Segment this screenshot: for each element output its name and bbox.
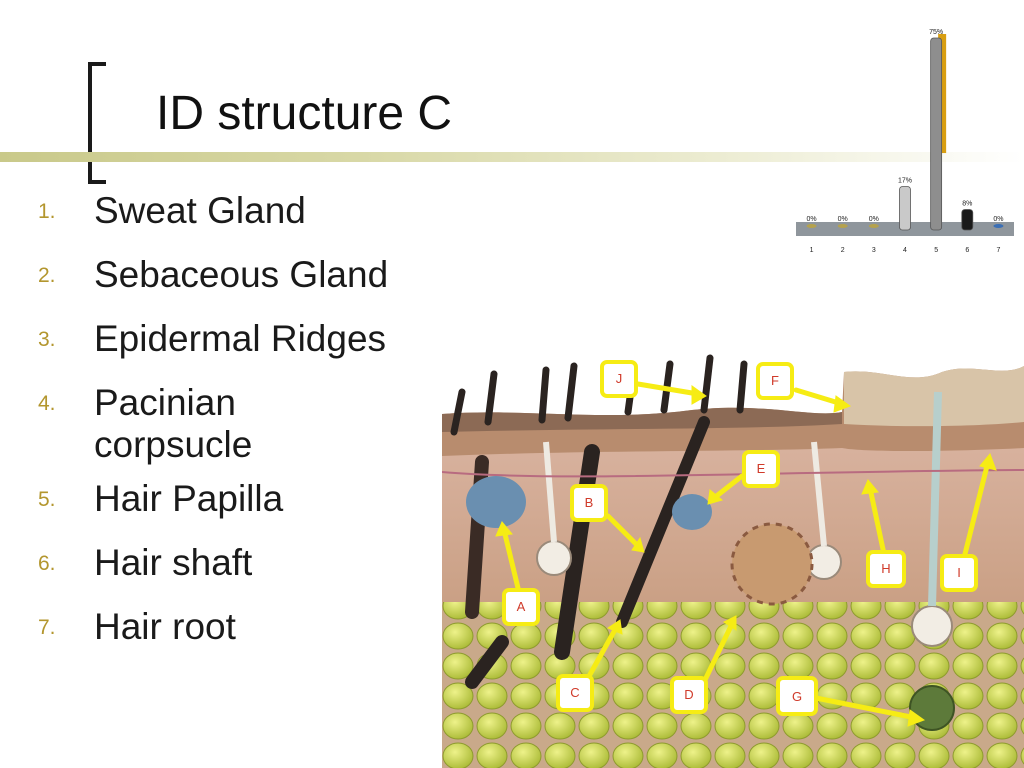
chart-data-label: 0% — [869, 216, 879, 223]
chart-data-label: 8% — [962, 201, 972, 208]
option-number: 5. — [38, 488, 56, 511]
option-1[interactable]: 1. Sweat Gland — [36, 190, 466, 232]
option-6[interactable]: 6. Hair shaft — [36, 542, 466, 584]
option-label: Sweat Gland — [94, 190, 306, 231]
option-number: 3. — [38, 328, 56, 351]
page-title: ID structure C — [156, 87, 453, 140]
label-i: I — [940, 554, 978, 592]
chart-tick-label: 5 — [934, 247, 938, 254]
chart-bar — [961, 209, 974, 231]
chart-bar — [868, 224, 879, 228]
chart-bar-accent — [938, 34, 947, 154]
svg-text:D: D — [684, 687, 693, 702]
chart-bar — [837, 224, 848, 228]
chart-bar — [930, 37, 943, 231]
svg-text:H: H — [881, 561, 890, 576]
option-number: 1. — [38, 200, 56, 223]
option-label-line-1: Pacinian — [94, 382, 236, 423]
svg-text:I: I — [957, 565, 961, 580]
option-number: 7. — [38, 616, 56, 639]
label-j: J — [600, 360, 638, 398]
option-number: 6. — [38, 552, 56, 575]
label-f: F — [756, 362, 794, 400]
chart-data-label: 17% — [898, 177, 912, 184]
poll-results-chart: 0% 1 0% 2 0% 3 17% 4 75% 5 8% 6 0% 7 — [796, 29, 1014, 254]
option-label: Sebaceous Gland — [94, 254, 389, 295]
chart-bar — [993, 224, 1004, 228]
svg-text:C: C — [570, 685, 579, 700]
label-a: A — [502, 588, 540, 626]
chart-tick-label: 1 — [810, 247, 814, 254]
chart-tick-label: 3 — [872, 247, 876, 254]
svg-text:J: J — [616, 371, 623, 386]
chart-bar — [899, 186, 911, 231]
svg-text:F: F — [771, 373, 779, 388]
skin-cross-section-image: J F E B A C D G H I — [442, 352, 1024, 768]
chart-bar — [806, 224, 817, 228]
option-2[interactable]: 2. Sebaceous Gland — [36, 254, 466, 296]
label-b: B — [570, 484, 608, 522]
answer-options: 1. Sweat Gland 2. Sebaceous Gland 3. Epider… — [36, 190, 466, 670]
chart-data-label: 0% — [807, 216, 817, 223]
svg-text:A: A — [517, 599, 526, 614]
chart-tick-label: 2 — [841, 247, 845, 254]
chart-tick-label: 7 — [996, 247, 1000, 254]
svg-text:E: E — [757, 461, 766, 476]
option-number: 2. — [38, 264, 56, 287]
svg-text:B: B — [585, 495, 594, 510]
option-label: Epidermal Ridges — [94, 318, 387, 359]
label-h: H — [866, 550, 906, 588]
option-label: Hair Papilla — [94, 478, 284, 519]
label-d: D — [670, 676, 708, 714]
option-label: Hair root — [94, 606, 236, 647]
option-3[interactable]: 3. Epidermal Ridges — [36, 318, 466, 360]
option-5[interactable]: 5. Hair Papilla — [36, 478, 466, 520]
chart-data-label: 75% — [929, 29, 943, 36]
title-divider — [0, 152, 1024, 162]
option-label-line-2: corpsucle — [94, 424, 253, 465]
option-7[interactable]: 7. Hair root — [36, 606, 466, 648]
label-c: C — [556, 674, 594, 712]
option-label: Hair shaft — [94, 542, 253, 583]
chart-tick-label: 6 — [965, 247, 969, 254]
label-e: E — [742, 450, 780, 488]
chart-data-label: 0% — [838, 216, 848, 223]
chart-data-label: 0% — [993, 216, 1003, 223]
label-g: G — [776, 676, 818, 716]
svg-text:G: G — [792, 689, 802, 704]
title-bracket — [88, 62, 106, 184]
option-number: 4. — [38, 392, 56, 415]
chart-tick-label: 4 — [903, 247, 907, 254]
